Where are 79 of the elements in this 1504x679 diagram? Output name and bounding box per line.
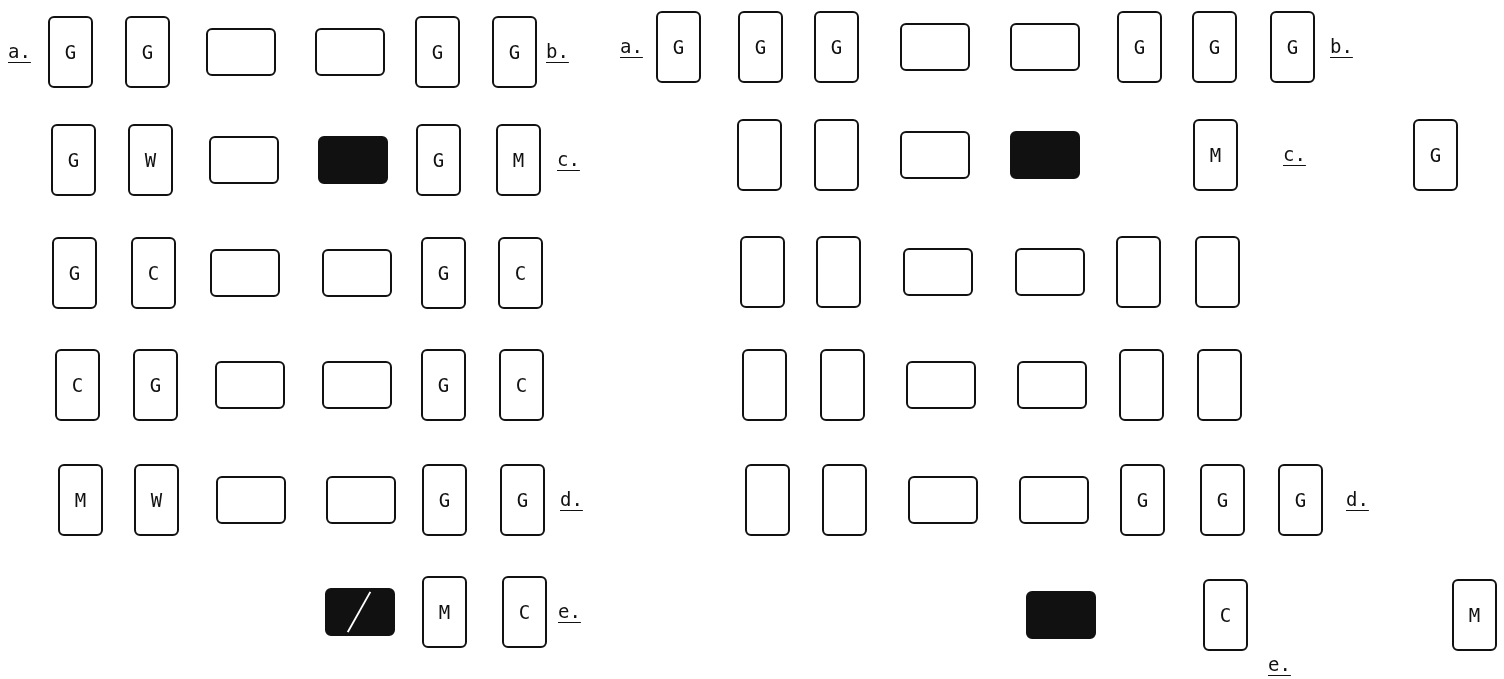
row-letter: e. [558, 600, 581, 622]
letter-card: G [421, 237, 466, 309]
letter-card: G [415, 16, 460, 88]
letter-card: G [656, 11, 701, 83]
letter-card: G [1270, 11, 1315, 83]
blank-card [216, 476, 286, 524]
blank-card [1116, 236, 1161, 308]
letter-card: G [814, 11, 859, 83]
letter-card: G [1200, 464, 1245, 536]
letter-card: C [499, 349, 544, 421]
blank-card [1010, 23, 1080, 71]
letter-card: G [52, 237, 97, 309]
blank-card [742, 349, 787, 421]
blank-card [1197, 349, 1242, 421]
blank-card [1119, 349, 1164, 421]
letter-card: C [131, 237, 176, 309]
blank-card [822, 464, 867, 536]
letter-card: M [422, 576, 467, 648]
letter-card: W [134, 464, 179, 536]
letter-card: G [1117, 11, 1162, 83]
row-letter: a. [8, 40, 31, 62]
row-letter: d. [1346, 488, 1369, 510]
blank-card [322, 361, 392, 409]
blank-card [215, 361, 285, 409]
blank-card [326, 476, 396, 524]
blank-card [900, 23, 970, 71]
blank-card [1017, 361, 1087, 409]
letter-card: M [1193, 119, 1238, 191]
letter-card: G [500, 464, 545, 536]
letter-card: G [48, 16, 93, 88]
filled-card [1026, 591, 1096, 639]
letter-card: C [498, 237, 543, 309]
letter-card: M [58, 464, 103, 536]
blank-card [206, 28, 276, 76]
letter-card: W [128, 124, 173, 196]
blank-card [900, 131, 970, 179]
row-letter: e. [1268, 653, 1291, 675]
filled-card [318, 136, 388, 184]
blank-card [816, 236, 861, 308]
letter-card: G [492, 16, 537, 88]
blank-card [322, 249, 392, 297]
blank-card [820, 349, 865, 421]
row-letter: b. [1330, 35, 1353, 57]
row-letter: b. [546, 40, 569, 62]
blank-card [1195, 236, 1240, 308]
blank-card [745, 464, 790, 536]
blank-card [1019, 476, 1089, 524]
blank-card [814, 119, 859, 191]
letter-card: C [1203, 579, 1248, 651]
row-letter: c. [1283, 143, 1306, 165]
blank-card [1015, 248, 1085, 296]
letter-card: G [51, 124, 96, 196]
letter-card: C [55, 349, 100, 421]
letter-card: G [1120, 464, 1165, 536]
letter-card: G [1278, 464, 1323, 536]
letter-card: G [738, 11, 783, 83]
blank-card [315, 28, 385, 76]
blank-card [210, 249, 280, 297]
row-letter: a. [620, 35, 643, 57]
blank-card [740, 236, 785, 308]
row-letter: c. [557, 148, 580, 170]
letter-card: M [496, 124, 541, 196]
filled-card [1010, 131, 1080, 179]
letter-card: C [502, 576, 547, 648]
letter-card: G [422, 464, 467, 536]
blank-card [209, 136, 279, 184]
blank-card [903, 248, 973, 296]
letter-card: M [1452, 579, 1497, 651]
blank-card [906, 361, 976, 409]
letter-card: G [421, 349, 466, 421]
letter-card: G [133, 349, 178, 421]
blank-card [737, 119, 782, 191]
letter-card: G [416, 124, 461, 196]
letter-card: G [1192, 11, 1237, 83]
row-letter: d. [560, 488, 583, 510]
letter-card: G [1413, 119, 1458, 191]
filled-card [325, 588, 395, 636]
blank-card [908, 476, 978, 524]
letter-card: G [125, 16, 170, 88]
